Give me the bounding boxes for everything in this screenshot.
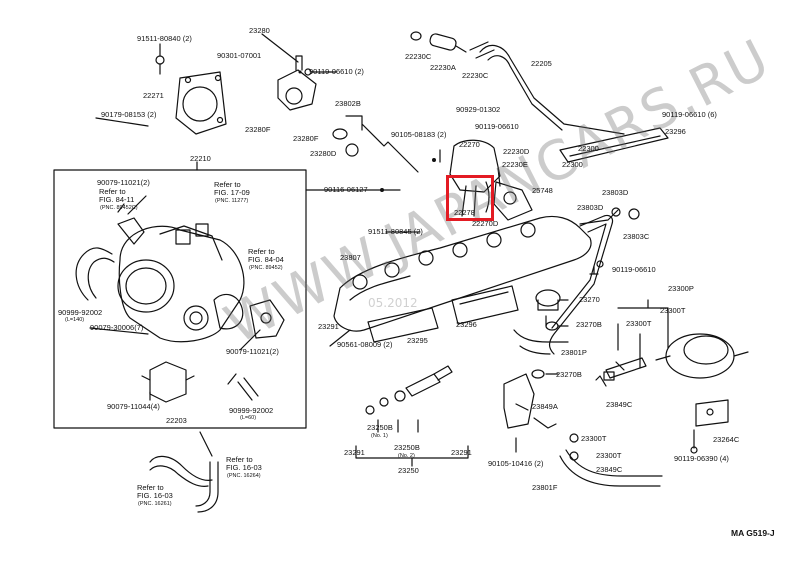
part-label-23300T-b[interactable]: 23300T xyxy=(626,319,652,328)
part-label-23250[interactable]: 23250 xyxy=(398,466,419,475)
part-note-90999-92002-a: (L=140) xyxy=(65,317,85,323)
part-label-90119-06610-2[interactable]: 90119-06610 (2) xyxy=(309,67,364,76)
part-label-23280F-a[interactable]: 23280F xyxy=(245,125,271,134)
part-label-22270D[interactable]: 22270D xyxy=(472,219,499,228)
part-label-22230D[interactable]: 22230D xyxy=(503,147,530,156)
part-label-90079-11021-b[interactable]: 90079-11021(2) xyxy=(226,347,279,356)
part-label-23300T-c[interactable]: 23300T xyxy=(581,434,607,443)
part-label-23803D-a[interactable]: 23803D xyxy=(602,188,629,197)
ref5-line2[interactable]: FIG. 16-03 xyxy=(137,491,173,500)
part-label-90179-08153[interactable]: 90179-08153 (2) xyxy=(101,110,157,119)
part-label-23264C[interactable]: 23264C xyxy=(713,435,740,444)
part-label-90929-01302[interactable]: 90929-01302 xyxy=(456,105,501,114)
ref3-line3: (PNC. 89452) xyxy=(249,265,283,271)
part-label-23300T-d[interactable]: 23300T xyxy=(596,451,622,460)
watermark-date: 05.2012 xyxy=(368,296,418,310)
part-label-23802B[interactable]: 23802B xyxy=(335,99,361,108)
part-label-23849C-a[interactable]: 23849C xyxy=(606,400,633,409)
part-label-22271[interactable]: 22271 xyxy=(143,91,164,100)
part-label-90116-06127[interactable]: 90116-06127 xyxy=(324,185,368,194)
ref3-line1: Refer to xyxy=(248,247,275,256)
part-label-90301-07001[interactable]: 90301-07001 xyxy=(217,51,262,60)
part-label-22210[interactable]: 22210 xyxy=(190,154,211,163)
part-label-22203[interactable]: 22203 xyxy=(166,416,187,425)
diagram-code: MA G519-J xyxy=(731,528,775,538)
part-label-23270B[interactable]: 23270B xyxy=(576,320,602,329)
part-label-23270B-b[interactable]: 23270B xyxy=(556,370,582,379)
part-label-22230A[interactable]: 22230A xyxy=(430,63,456,72)
part-label-90119-06390[interactable]: 90119-06390 (4) xyxy=(674,454,729,463)
ref2-line3: (PNC. 11277) xyxy=(215,198,249,204)
part-label-23291-a[interactable]: 23291 xyxy=(318,322,339,331)
part-label-22230E[interactable]: 22230E xyxy=(502,160,528,169)
part-note-23250B-2: (No. 2) xyxy=(398,453,415,459)
part-label-23803C[interactable]: 23803C xyxy=(623,232,650,241)
part-label-90119-06610-d[interactable]: 90119-06610 xyxy=(612,265,656,274)
part-label-23280D[interactable]: 23280D xyxy=(310,149,337,158)
part-label-90105-08183[interactable]: 90105-08183 (2) xyxy=(391,130,447,139)
part-label-25748[interactable]: 25748 xyxy=(532,186,553,195)
part-label-23291-c[interactable]: 23291 xyxy=(451,448,472,457)
ref5-line3: (PNC. 16261) xyxy=(138,501,172,507)
part-label-91511-80840[interactable]: 91511-80840 (2) xyxy=(137,34,192,43)
part-label-90079-30006[interactable]: 90079-30006(7) xyxy=(90,323,144,332)
part-note-23250B-1: (No. 1) xyxy=(371,433,388,439)
part-label-23296-a[interactable]: 23296 xyxy=(665,127,686,136)
ref4-line2[interactable]: FIG. 16-03 xyxy=(226,463,262,472)
part-label-23849A[interactable]: 23849A xyxy=(532,402,558,411)
ref2-line1: Refer to xyxy=(214,180,241,189)
part-label-23280F-b[interactable]: 23280F xyxy=(293,134,319,143)
part-label-23295[interactable]: 23295 xyxy=(407,336,428,345)
part-label-23801P[interactable]: 23801P xyxy=(561,348,587,357)
part-label-91511-80845[interactable]: 91511-80845 (2) xyxy=(368,227,423,236)
throttle-body-group-frame xyxy=(53,169,307,429)
part-label-23270[interactable]: 23270 xyxy=(579,295,600,304)
part-label-90119-06610-b[interactable]: 90119-06610 xyxy=(475,122,519,131)
part-label-23300P[interactable]: 23300P xyxy=(668,284,694,293)
highlight-box xyxy=(446,175,494,221)
ref5-line1: Refer to xyxy=(137,483,164,492)
ref1-line3: (PNC. 89452C) xyxy=(100,205,138,211)
ref2-line2[interactable]: FIG. 17-09 xyxy=(214,188,250,197)
part-label-23807[interactable]: 23807 xyxy=(340,253,361,262)
part-label-23803D-b[interactable]: 23803D xyxy=(577,203,604,212)
ref1-line2[interactable]: FIG. 84-11 xyxy=(99,195,135,204)
ref3-line2[interactable]: FIG. 84-04 xyxy=(248,255,284,264)
part-label-22278[interactable]: 22278 xyxy=(454,208,475,217)
part-label-23300T-a[interactable]: 23300T xyxy=(660,306,686,315)
part-label-23291-b[interactable]: 23291 xyxy=(344,448,365,457)
part-label-90999-92002-b[interactable]: 90999-92002 xyxy=(229,406,274,415)
part-label-90079-11021-a[interactable]: 90079-11021(2) xyxy=(97,178,150,187)
gasket-22271 xyxy=(175,71,227,135)
ref4-line3: (PNC. 16264) xyxy=(227,473,261,479)
part-label-90119-06610-6[interactable]: 90119-06610 (6) xyxy=(662,110,717,119)
part-label-23849C-b[interactable]: 23849C xyxy=(596,465,623,474)
part-label-22270[interactable]: 22270 xyxy=(459,140,480,149)
part-label-22230C-a[interactable]: 22230C xyxy=(405,52,432,61)
ref1-line1: Refer to xyxy=(99,187,126,196)
part-label-23296-b[interactable]: 23296 xyxy=(456,320,477,329)
part-note-90999-92002-b: (L=60) xyxy=(240,415,257,421)
part-label-22230C-b[interactable]: 22230C xyxy=(462,71,489,80)
part-label-22300[interactable]: 22300 xyxy=(578,144,599,153)
part-label-22300-b[interactable]: 22300 xyxy=(562,160,583,169)
part-label-90999-92002-a[interactable]: 90999-92002 xyxy=(58,308,103,317)
part-label-90561-08009[interactable]: 90561-08009 (2) xyxy=(337,340,393,349)
part-label-23250B-1[interactable]: 23250B xyxy=(367,423,393,432)
part-label-22205[interactable]: 22205 xyxy=(531,59,552,68)
part-label-90105-10416[interactable]: 90105-10416 (2) xyxy=(488,459,544,468)
part-label-23250B-2[interactable]: 23250B xyxy=(394,443,420,452)
part-label-90079-11044[interactable]: 90079-11044(4) xyxy=(107,402,160,411)
part-label-23280[interactable]: 23280 xyxy=(249,26,270,35)
ref4-line1: Refer to xyxy=(226,455,253,464)
part-label-23801F[interactable]: 23801F xyxy=(532,483,558,492)
